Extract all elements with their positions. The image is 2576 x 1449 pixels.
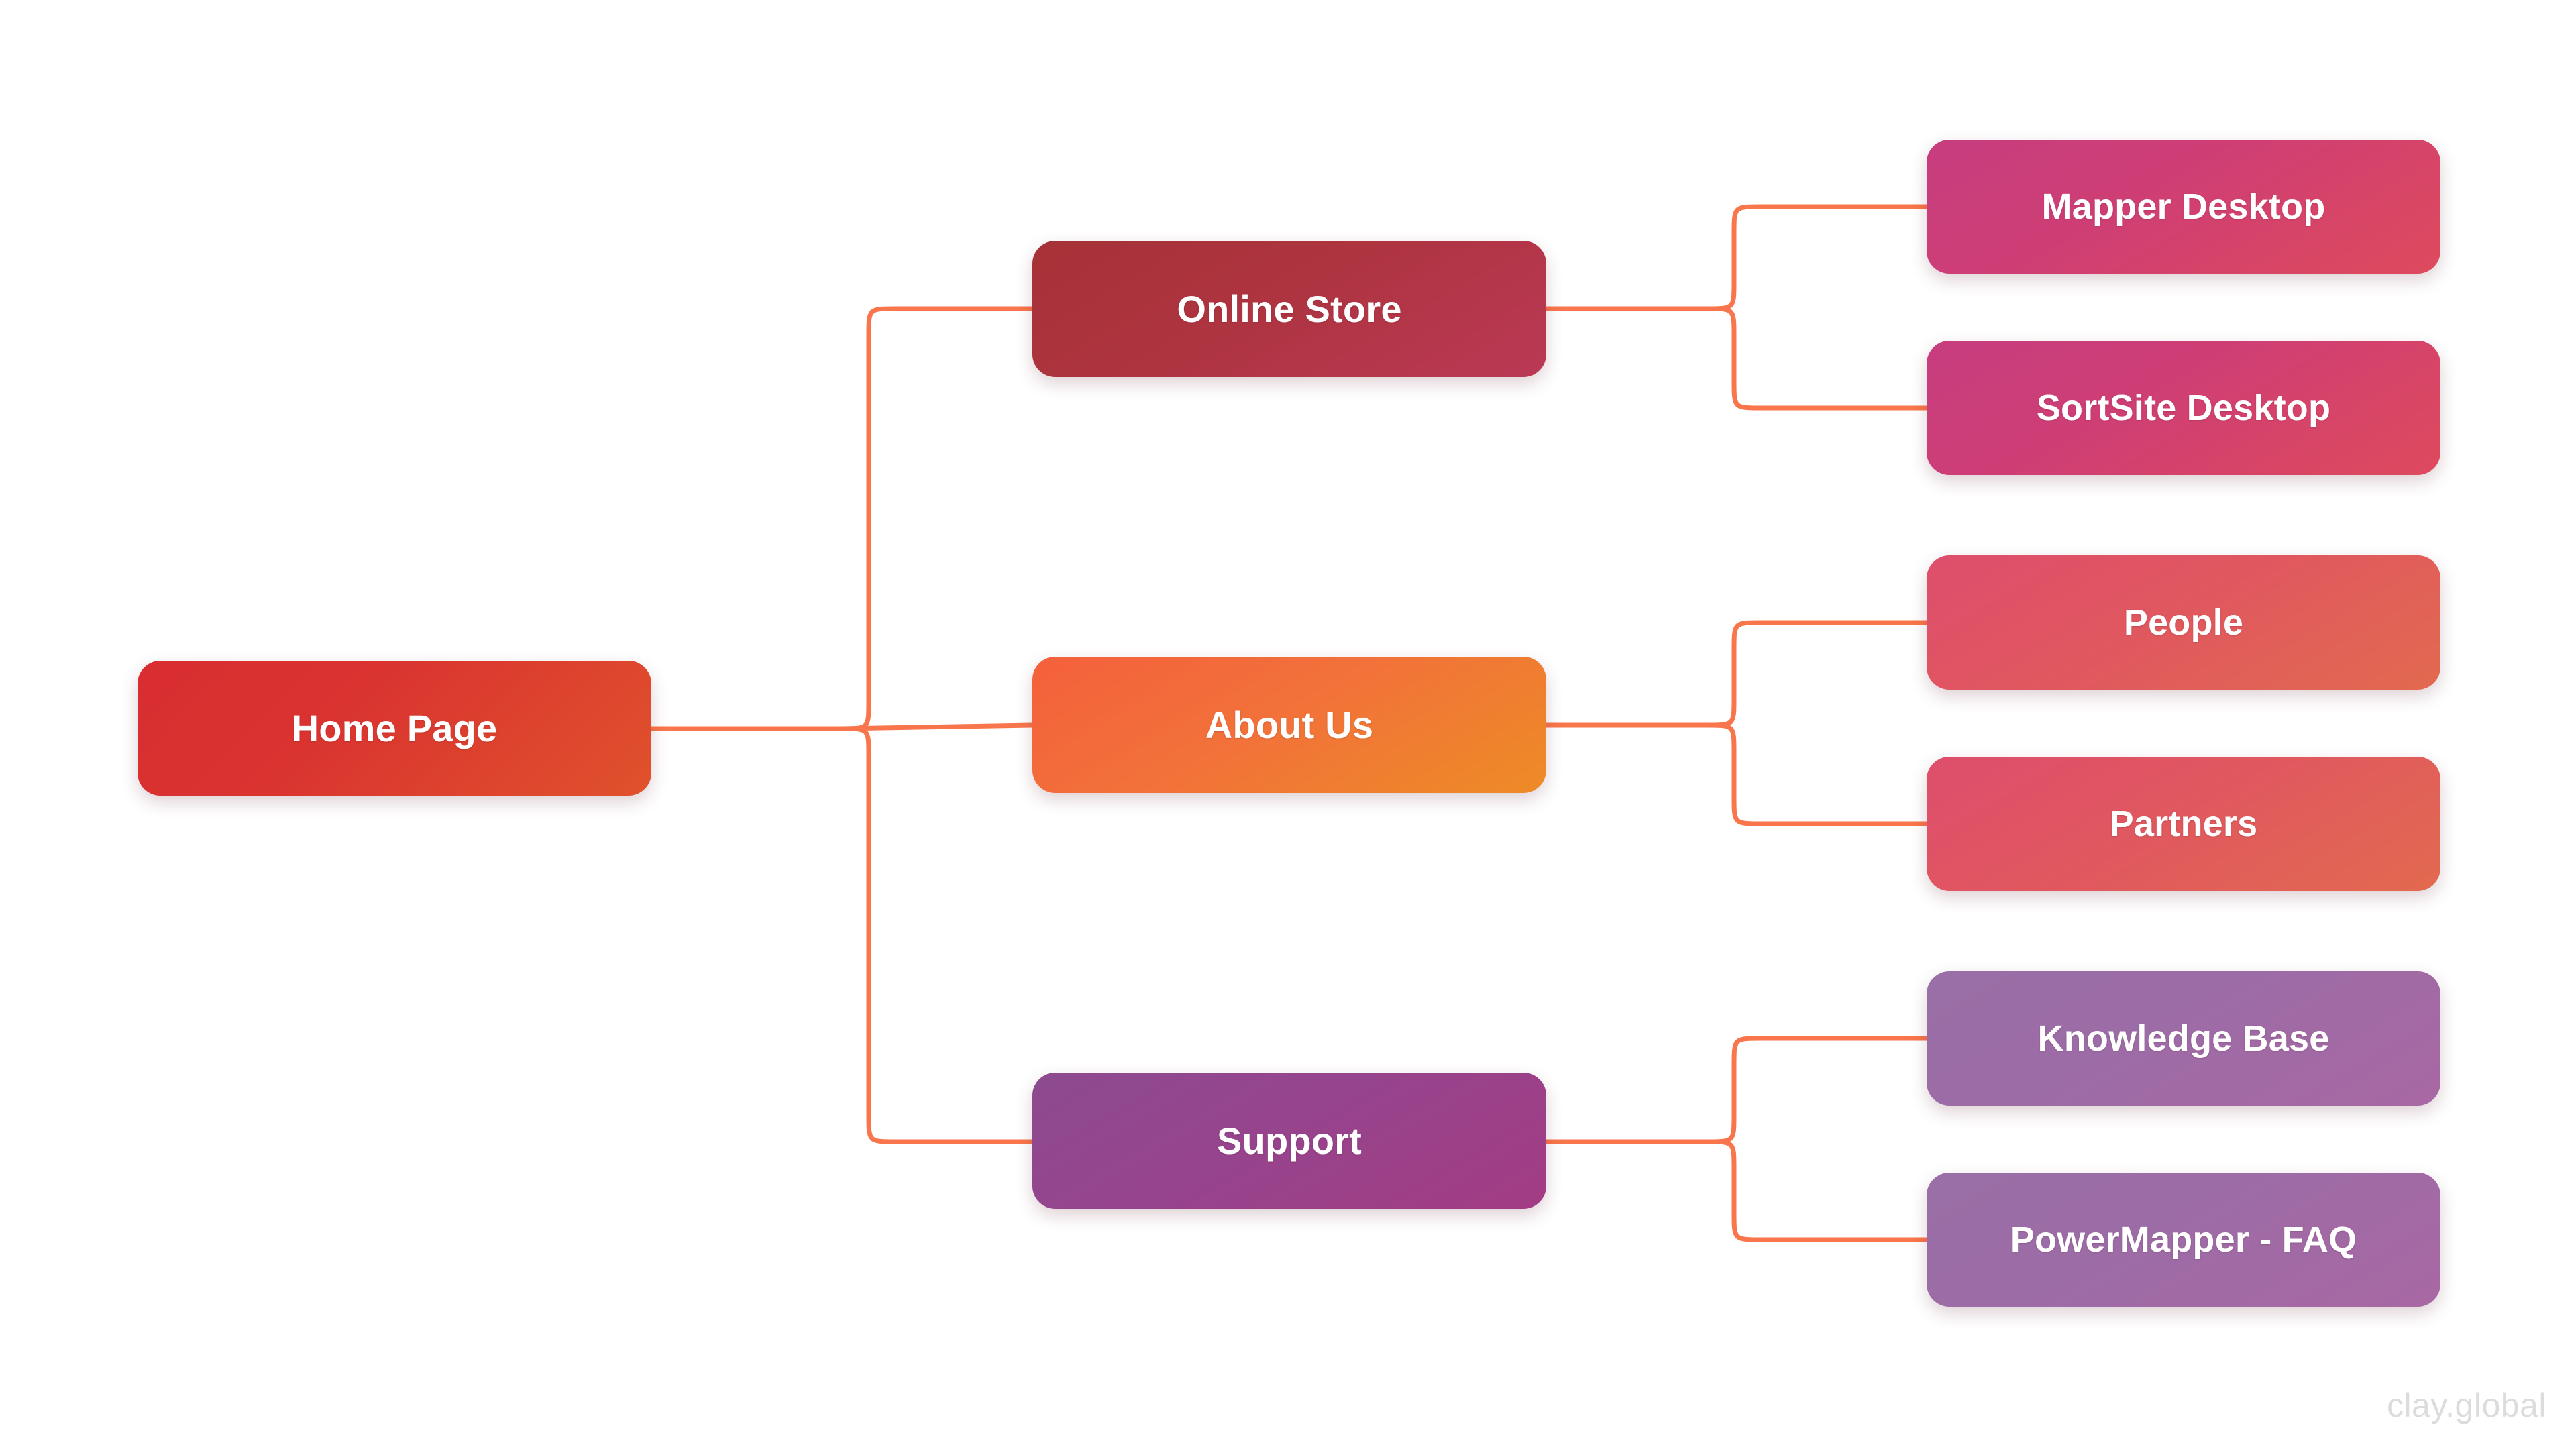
- connector-home-to-support: [839, 726, 1035, 1144]
- node-label-people: People: [2123, 602, 2244, 643]
- connector-home-to-about-us: [839, 722, 1035, 731]
- node-label-about-us: About Us: [1205, 704, 1374, 746]
- node-label-mapper-desktop: Mapper Desktop: [2041, 186, 2326, 227]
- connector-home-to-online-store: [839, 306, 1035, 731]
- node-label-sortsite-desktop: SortSite Desktop: [2036, 388, 2331, 428]
- node-label-powermapper-faq: PowerMapper - FAQ: [2010, 1220, 2357, 1260]
- node-home-page[interactable]: Home Page: [138, 661, 651, 796]
- node-mapper-desktop[interactable]: Mapper Desktop: [1927, 140, 2440, 274]
- watermark: clay.global: [2386, 1387, 2546, 1424]
- connector-about-us-to-partners: [1705, 722, 1929, 826]
- node-label-online-store: Online Store: [1177, 288, 1402, 330]
- node-knowledge-base[interactable]: Knowledge Base: [1927, 971, 2440, 1106]
- connector-support-to-powermapper-faq: [1705, 1139, 1929, 1242]
- node-label-knowledge-base: Knowledge Base: [2037, 1018, 2330, 1059]
- node-support[interactable]: Support: [1032, 1073, 1546, 1209]
- node-online-store[interactable]: Online Store: [1032, 241, 1546, 377]
- node-people[interactable]: People: [1927, 555, 2440, 690]
- node-partners[interactable]: Partners: [1927, 757, 2440, 891]
- node-label-partners: Partners: [2109, 804, 2258, 844]
- connector-online-store-to-sortsite-desktop: [1705, 306, 1929, 411]
- node-label-support: Support: [1216, 1120, 1362, 1162]
- node-sortsite-desktop[interactable]: SortSite Desktop: [1927, 341, 2440, 475]
- connector-about-us-to-people: [1705, 620, 1929, 728]
- node-powermapper-faq[interactable]: PowerMapper - FAQ: [1927, 1173, 2440, 1307]
- node-label-home-page: Home Page: [291, 707, 498, 749]
- connector-online-store-to-mapper-desktop: [1705, 204, 1929, 311]
- node-about-us[interactable]: About Us: [1032, 657, 1546, 793]
- connector-support-to-knowledge-base: [1705, 1036, 1929, 1144]
